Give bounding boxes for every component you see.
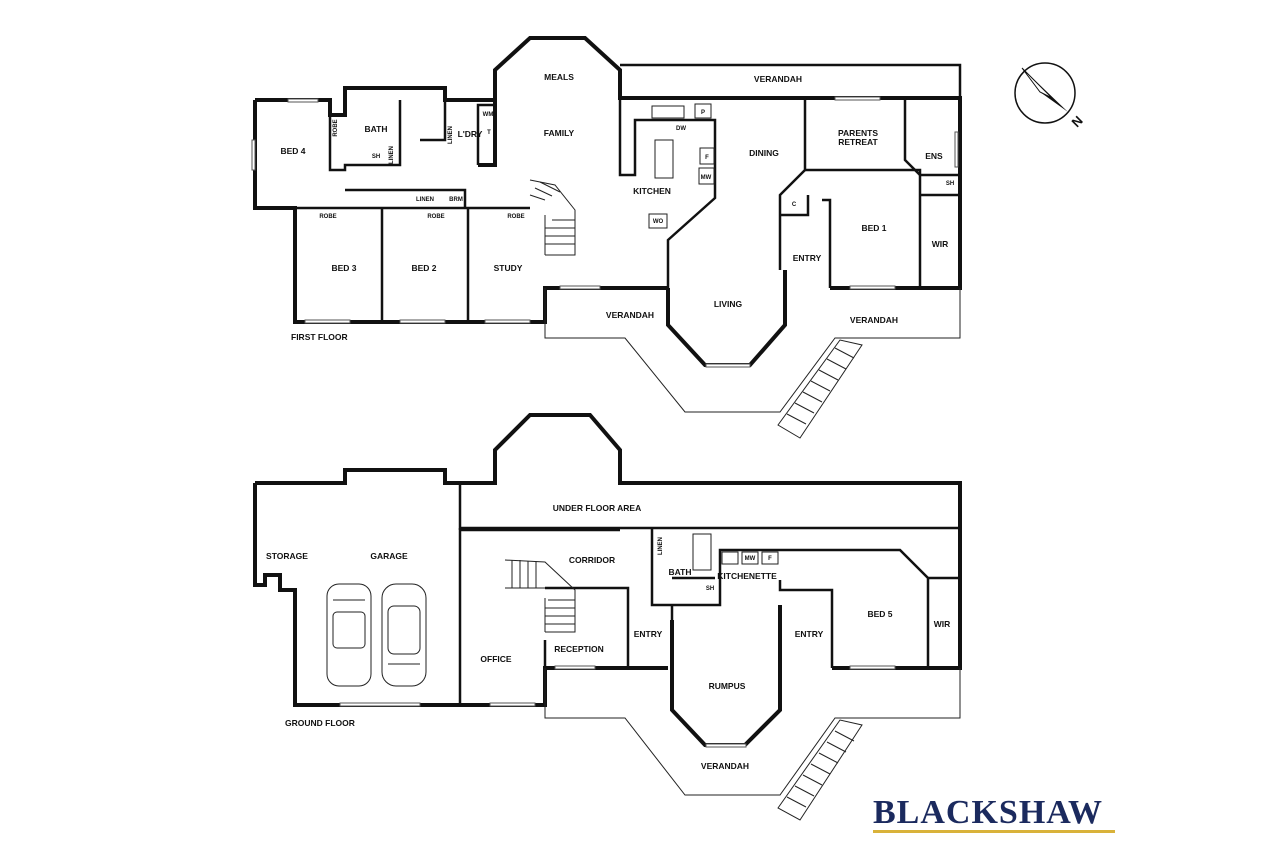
- label-t: T: [487, 130, 491, 136]
- car-icon-left: [326, 583, 372, 687]
- label-microwave: MW: [701, 175, 712, 181]
- room-dining: DINING: [749, 148, 779, 158]
- compass-n-label: N: [1069, 113, 1086, 130]
- label-washing-machine: WM: [483, 112, 494, 118]
- room-rumpus: RUMPUS: [709, 681, 746, 691]
- label-microwave-ground: MW: [745, 556, 756, 562]
- ground-floor-plan: [253, 413, 962, 821]
- label-cupboard: C: [792, 202, 797, 208]
- label-dishwasher: DW: [676, 126, 686, 132]
- label-ensuite-shower: SH: [946, 181, 954, 187]
- room-kitchen: KITCHEN: [633, 186, 671, 196]
- room-bed1: BED 1: [861, 223, 886, 233]
- room-garage: GARAGE: [370, 551, 408, 561]
- label-fridge-ground: F: [768, 556, 772, 562]
- brand-underline: [873, 830, 1115, 833]
- label-ground-floor: GROUND FLOOR: [285, 718, 355, 728]
- room-entry-2: ENTRY: [795, 629, 824, 639]
- room-verandah-ground: VERANDAH: [701, 761, 749, 771]
- label-fridge: F: [705, 155, 709, 161]
- room-bath-ground: BATH: [669, 567, 692, 577]
- room-entry: ENTRY: [793, 253, 822, 263]
- label-linen-ground: LINEN: [658, 537, 664, 555]
- room-entry-1: ENTRY: [634, 629, 663, 639]
- room-bed5: BED 5: [867, 609, 892, 619]
- brand-logo: BLACKSHAW: [873, 794, 1103, 831]
- room-reception: RECEPTION: [554, 644, 604, 654]
- room-bath: BATH: [365, 124, 388, 134]
- label-pantry: P: [701, 110, 705, 116]
- compass-north-arrow-icon: [1014, 62, 1076, 124]
- room-study: STUDY: [494, 263, 523, 273]
- label-robe-vertical: ROBE: [333, 119, 339, 136]
- room-bed2: BED 2: [411, 263, 436, 273]
- room-corridor: CORRIDOR: [569, 555, 615, 565]
- room-parents-retreat-2: RETREAT: [838, 137, 878, 147]
- label-linen-laundry: LINEN: [448, 126, 454, 144]
- room-storage: STORAGE: [266, 551, 308, 561]
- room-parents-retreat: PARENTS: [838, 128, 878, 138]
- room-verandah-right: VERANDAH: [850, 315, 898, 325]
- label-linen-bath: LINEN: [389, 146, 395, 164]
- first-floor-plan: [251, 36, 962, 439]
- label-first-floor: FIRST FLOOR: [291, 332, 348, 342]
- room-family: FAMILY: [544, 128, 575, 138]
- room-bed3: BED 3: [331, 263, 356, 273]
- label-shower: SH: [372, 154, 380, 160]
- room-kitchenette: KITCHENETTE: [717, 571, 777, 581]
- label-broom: BRM: [449, 197, 463, 203]
- room-verandah-top: VERANDAH: [754, 74, 802, 84]
- room-ensuite: ENS: [925, 151, 943, 161]
- label-wall-oven: WO: [653, 219, 664, 225]
- room-verandah-left: VERANDAH: [606, 310, 654, 320]
- room-wir-ground: WIR: [934, 619, 951, 629]
- label-linen-hall: LINEN: [416, 197, 434, 203]
- room-laundry: L'DRY: [458, 129, 483, 139]
- room-under-floor-area: UNDER FLOOR AREA: [553, 503, 641, 513]
- label-shower-ground: SH: [706, 586, 714, 592]
- label-robe-bed2: ROBE: [427, 214, 444, 220]
- car-icon-right: [381, 583, 427, 687]
- label-robe-study: ROBE: [507, 214, 524, 220]
- room-meals: MEALS: [544, 72, 574, 82]
- room-bed4: BED 4: [280, 146, 305, 156]
- label-robe-bed3: ROBE: [319, 214, 336, 220]
- room-wir: WIR: [932, 239, 949, 249]
- room-office: OFFICE: [480, 654, 511, 664]
- room-living: LIVING: [714, 299, 743, 309]
